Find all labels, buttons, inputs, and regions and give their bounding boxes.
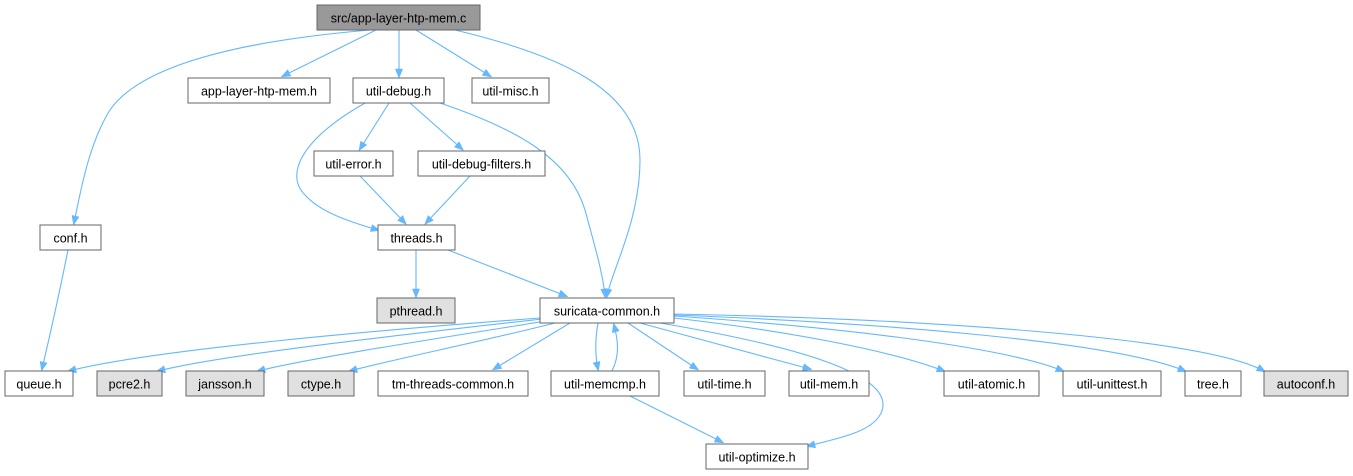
node-tm-threads-common-h[interactable]: tm-threads-common.h [377,370,529,397]
node-util-memcmp-h[interactable]: util-memcmp.h [550,370,660,397]
edge-error_h-to-threads_h [359,175,407,225]
node-util-misc-h[interactable]: util-misc.h [471,77,550,104]
arrowhead [358,140,368,152]
node-label: pthread.h [390,305,443,319]
edge-common_h-to-mem_h [639,322,813,371]
edge-common_h-to-tmcommon_h [491,322,571,371]
node-util-debug-h[interactable]: util-debug.h [352,77,445,104]
arrowhead [935,364,947,373]
arrowhead [280,69,292,78]
node-label: util-optimize.h [718,451,795,465]
edge-root-to-htpmem_h [280,29,377,78]
edge-conf_h-to-queue_h [39,249,69,372]
node-util-unittest-h[interactable]: util-unittest.h [1062,370,1162,397]
arrowhead [1255,364,1267,373]
arrowhead [424,214,434,225]
node-util-atomic-h[interactable]: util-atomic.h [943,370,1040,397]
node-label: util-mem.h [800,378,858,392]
edge-common_h-to-tree_h [673,314,1188,373]
edge-memcmp_h-to-common_h [611,322,620,372]
node-label: util-misc.h [482,85,538,99]
node-label: src/app-layer-htp-mem.c [331,12,466,26]
node-src-app-layer-htp-mem-c[interactable]: src/app-layer-htp-mem.c [316,4,481,31]
node-label: ctype.h [301,378,341,392]
edge-common_h-to-pcre2_h [155,318,543,374]
node-util-debug-filters-h[interactable]: util-debug-filters.h [417,150,546,177]
arrowhead [397,215,407,225]
edge-debug_h-to-common_h [439,102,609,299]
node-util-optimize-h[interactable]: util-optimize.h [705,443,809,470]
arrowhead [713,435,725,444]
node-label: suricata-common.h [554,305,660,319]
arrowhead [557,289,569,298]
node-queue-h[interactable]: queue.h [4,370,74,397]
arrowhead [801,363,813,371]
arrowhead [39,361,48,372]
node-autoconf-h: autoconf.h [1263,370,1349,397]
node-label: queue.h [16,378,61,392]
edge-dbgfilt_h-to-threads_h [424,175,471,225]
node-suricata-common-h[interactable]: suricata-common.h [539,297,675,324]
edge-common_h-to-atomic_h [673,317,947,373]
node-label: threads.h [390,232,442,246]
edge-root-to-misc_h [415,29,493,78]
edge-threads_h-to-common_h [447,249,569,298]
arrowhead [600,288,609,299]
node-pcre2-h: pcre2.h [96,370,163,397]
node-util-mem-h[interactable]: util-mem.h [788,370,870,397]
arrowhead [491,361,503,371]
node-label: util-debug.h [366,85,431,99]
edge-common_h-to-autoconf_h [673,313,1267,373]
node-label: util-unittest.h [1077,378,1148,392]
edge-threads_h-to-pthread_h [412,250,420,299]
node-label: util-memcmp.h [564,378,646,392]
arrowhead [1054,364,1066,373]
node-label: tm-threads-common.h [392,378,514,392]
node-util-error-h[interactable]: util-error.h [313,150,394,177]
node-label: tree.h [1197,378,1229,392]
node-label: util-debug-filters.h [432,158,531,172]
arrowhead [481,68,493,78]
edge-debug_h-to-dbgfilt_h [409,102,465,151]
arrowhead [453,141,465,151]
edges-layer [39,29,1267,449]
nodes-layer: src/app-layer-htp-mem.c app-layer-htp-mem… [4,4,1349,470]
node-ctype-h: ctype.h [287,370,355,397]
edge-common_h-to-memcmp_h [592,322,601,372]
edge-debug_h-to-error_h [358,102,390,152]
node-tree-h[interactable]: tree.h [1184,370,1242,397]
arrowhead [412,288,420,299]
node-jansson-h: jansson.h [185,370,265,397]
edge-root-to-debug_h [395,30,403,79]
edge-root-to-conf_h [71,29,371,226]
node-label: util-time.h [697,378,751,392]
node-label: autoconf.h [1277,378,1335,392]
node-label: app-layer-htp-mem.h [201,85,317,99]
node-label: util-atomic.h [958,378,1025,392]
arrowhead [688,361,700,371]
node-label: conf.h [53,232,87,246]
node-label: jansson.h [197,378,252,392]
edge-common_h-to-unittest_h [673,315,1066,373]
edge-common_h-to-queue_h [66,317,541,374]
arrowhead [395,68,403,79]
edge-memcmp_h-to-optimize_h [629,395,725,444]
arrowhead [592,361,601,372]
node-label: util-error.h [325,158,381,172]
node-app-layer-htp-mem-h[interactable]: app-layer-htp-mem.h [187,77,331,104]
node-threads-h[interactable]: threads.h [377,224,456,251]
edge-common_h-to-time_h [627,322,700,371]
node-pthread-h: pthread.h [376,297,456,324]
node-conf-h[interactable]: conf.h [39,224,102,251]
node-label: pcre2.h [109,378,151,392]
node-util-time-h[interactable]: util-time.h [683,370,766,397]
arrowhead [612,322,620,334]
arrowhead [71,215,80,226]
arrowhead [1176,364,1188,373]
